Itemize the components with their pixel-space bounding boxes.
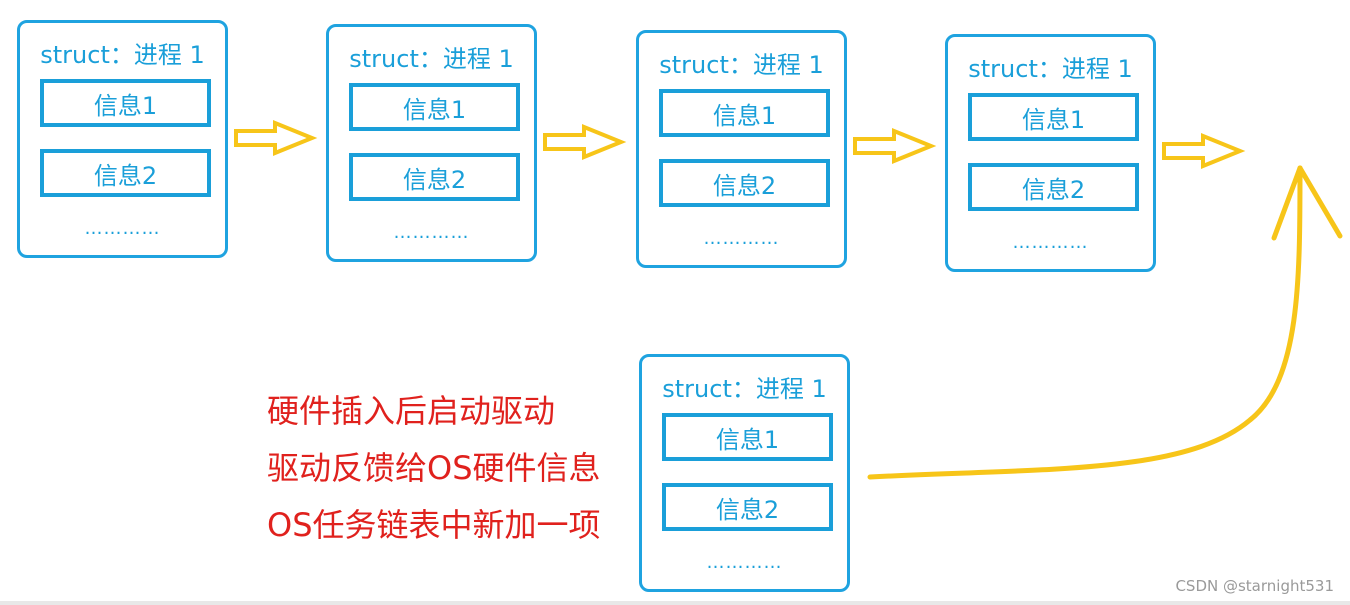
note-os-task-list: OS任务链表中新加一项 [267,506,601,544]
info-field-2: 信息2 [968,163,1139,211]
note-driver-feedback: 驱动反馈给OS硬件信息 [267,449,601,487]
more-fields-ellipsis: ………… [703,228,780,249]
insert-arrowhead-left [1271,165,1303,241]
info-field-1: 信息1 [40,79,211,127]
watermark: CSDN @starnight531 [1175,577,1334,595]
info-field-2: 信息2 [662,483,833,531]
info-field-1: 信息1 [968,93,1139,141]
insert-arrowhead-right [1297,165,1343,239]
info-field-2: 信息2 [659,159,830,207]
info-field-1: 信息1 [349,83,520,131]
process-node-2: struct：进程 1 信息1 信息2 ………… [326,24,537,262]
struct-title: struct：进程 1 [349,45,514,73]
more-fields-ellipsis: ………… [84,218,161,239]
process-node-4: struct：进程 1 信息1 信息2 ………… [945,34,1156,272]
link-arrow-4 [1162,133,1246,169]
info-field-1: 信息1 [659,89,830,137]
link-arrow-3 [853,128,937,164]
info-field-1: 信息1 [662,413,833,461]
process-node-new: struct：进程 1 信息1 信息2 ………… [639,354,850,592]
struct-title: struct：进程 1 [659,51,824,79]
link-arrow-1 [234,120,318,156]
struct-title: struct：进程 1 [662,375,827,403]
process-node-1: struct：进程 1 信息1 信息2 ………… [17,20,228,258]
more-fields-ellipsis: ………… [1012,232,1089,253]
info-field-2: 信息2 [40,149,211,197]
more-fields-ellipsis: ………… [393,222,470,243]
note-hardware-driver: 硬件插入后启动驱动 [267,392,556,430]
process-node-3: struct：进程 1 信息1 信息2 ………… [636,30,847,268]
info-field-2: 信息2 [349,153,520,201]
insert-curve-arrow [867,165,1303,480]
more-fields-ellipsis: ………… [706,552,783,573]
bottom-divider [0,601,1350,605]
struct-title: struct：进程 1 [968,55,1133,83]
link-arrow-2 [543,124,627,160]
struct-title: struct：进程 1 [40,41,205,69]
